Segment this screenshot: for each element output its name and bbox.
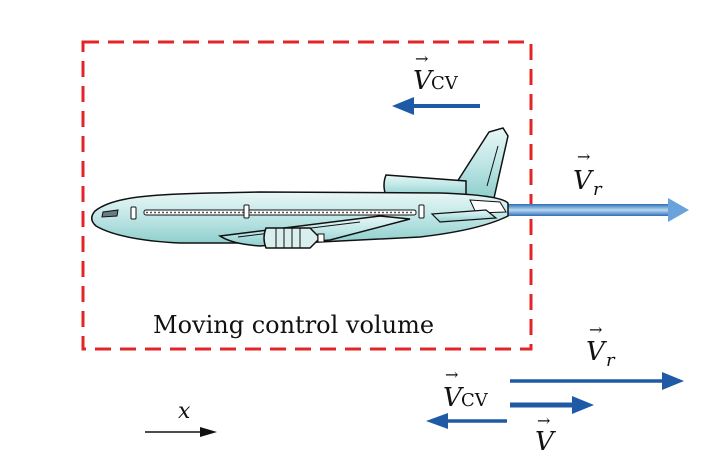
vec-mark-v-bottom: → <box>537 411 550 430</box>
label-vr-top-letter: V <box>573 166 594 196</box>
label-vr-top-sub: r <box>593 179 603 200</box>
label-vcv-top-sub: CV <box>431 73 459 94</box>
vec-mark-vr-top: → <box>577 147 590 166</box>
label-v-bottom-letter: V <box>535 427 556 457</box>
label-vr-bottom-letter: V <box>586 337 607 367</box>
arrow-vcv-top <box>392 97 480 115</box>
caption-moving-control-volume: Moving control volume <box>153 311 434 339</box>
label-vr-bottom-sub: r <box>606 350 616 371</box>
label-x-axis: x <box>178 399 191 424</box>
label-vcv-top-letter: V <box>413 66 434 96</box>
arrow-v-bottom <box>510 396 594 414</box>
vec-mark-vr-bottom: → <box>589 320 602 339</box>
x-axis-arrow <box>145 427 217 437</box>
label-vcv-bottom-sub: CV <box>461 390 489 411</box>
exhaust-jet <box>508 198 689 222</box>
label-vcv-bottom-letter: V <box>443 383 464 413</box>
control-volume-box <box>81 40 533 351</box>
vec-mark-vcv-top: → <box>415 49 428 68</box>
airplane-icon <box>91 127 509 249</box>
vec-mark-vcv-bottom: → <box>445 365 458 384</box>
arrow-vcv-bottom <box>426 413 507 429</box>
arrow-vr-bottom <box>510 372 684 390</box>
